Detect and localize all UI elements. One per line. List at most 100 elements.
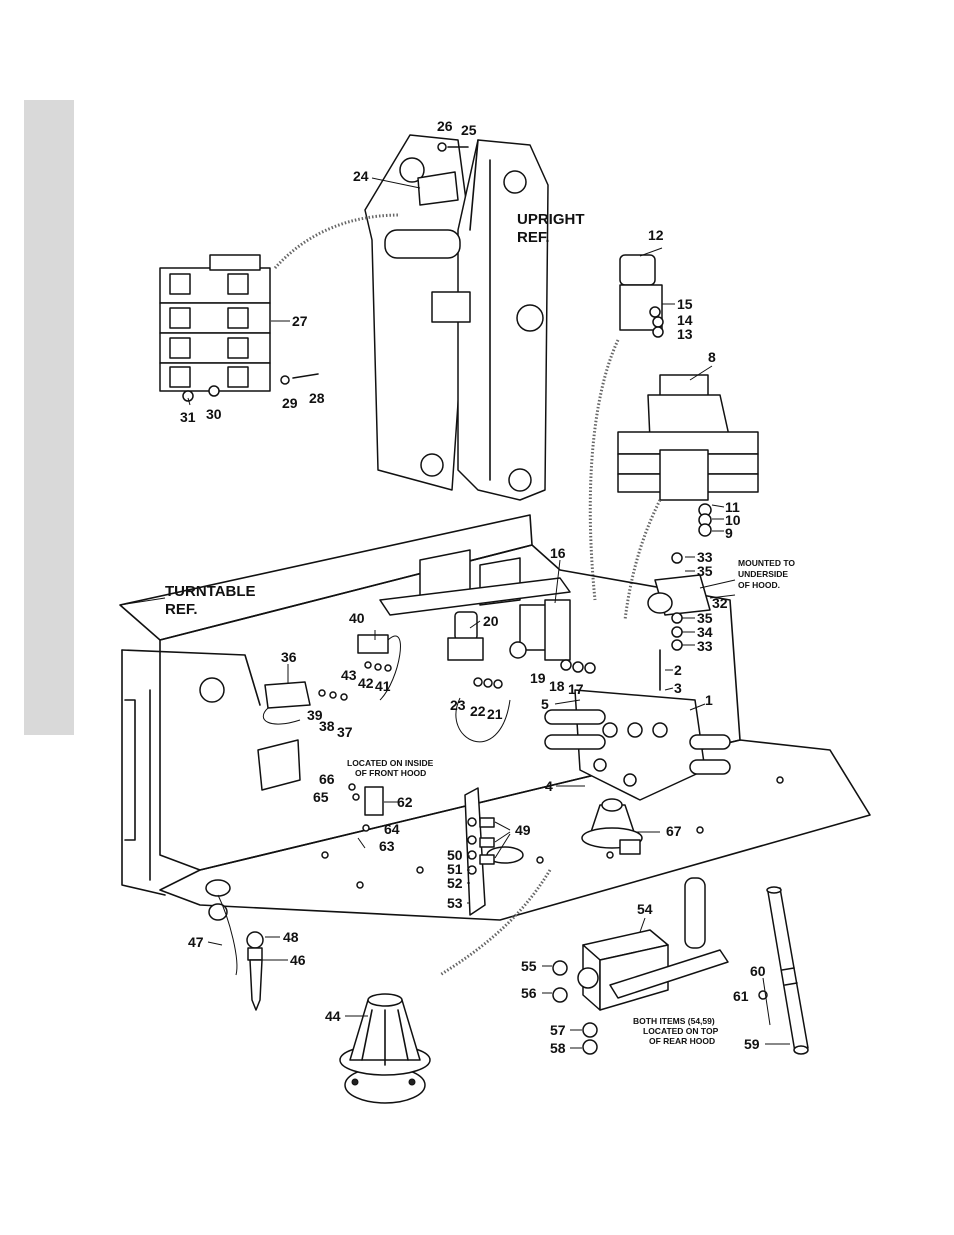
- callout-29: 29: [282, 395, 298, 411]
- callout-62: 62: [397, 794, 413, 810]
- callout-27: 27: [292, 313, 308, 329]
- callout-22: 22: [470, 703, 486, 719]
- callout-5: 5: [541, 696, 549, 712]
- turntable-ref-label-line2: REF.: [165, 601, 198, 618]
- callout-30: 30: [206, 406, 222, 422]
- callout-41: 41: [375, 678, 391, 694]
- note-rear-hood-line1: BOTH ITEMS (54,59): [633, 1016, 715, 1026]
- page-side-tab: [24, 100, 74, 735]
- callout-42: 42: [358, 675, 374, 691]
- callout-57: 57: [550, 1022, 566, 1038]
- handle-59: [758, 886, 809, 1055]
- valve-32: [647, 552, 711, 651]
- upright-ref-label-line1: UPRIGHT: [517, 211, 585, 228]
- upright-ref-label-line2: REF.: [517, 229, 550, 246]
- callout-48: 48: [283, 929, 299, 945]
- switch-62: [348, 783, 384, 849]
- callout-56: 56: [521, 985, 537, 1001]
- solenoid-valve-12: [619, 254, 664, 338]
- callout-60: 60: [750, 963, 766, 979]
- note-front-hood-line1: LOCATED ON INSIDE: [347, 758, 434, 768]
- handle-bracket-54: [552, 877, 729, 1055]
- note-mounted-line2: UNDERSIDE: [738, 569, 788, 579]
- callout-59: 59: [744, 1036, 760, 1052]
- callout-33a: 33: [697, 549, 713, 565]
- callout-33b: 33: [697, 638, 713, 654]
- callout-47: 47: [188, 934, 204, 950]
- callout-63: 63: [379, 838, 395, 854]
- callout-16: 16: [550, 545, 566, 561]
- plug-assembly: [205, 879, 264, 1011]
- callout-39: 39: [307, 707, 323, 723]
- switch-36: [262, 681, 348, 725]
- callout-52: 52: [447, 875, 463, 891]
- note-mounted-line1: MOUNTED TO: [738, 558, 795, 568]
- callout-54: 54: [637, 901, 653, 917]
- callout-2: 2: [674, 662, 682, 678]
- dotted-lead-switch-bank: [273, 213, 401, 269]
- valve-20: [447, 611, 511, 743]
- callout-40: 40: [349, 610, 365, 626]
- callout-1: 1: [705, 692, 713, 708]
- callout-50: 50: [447, 847, 463, 863]
- callout-21: 21: [487, 706, 503, 722]
- note-rear-hood-line3: OF REAR HOOD: [649, 1036, 715, 1046]
- valve-16: [509, 599, 596, 674]
- callout-18: 18: [549, 678, 565, 694]
- callout-55: 55: [521, 958, 537, 974]
- limit-switch-bank: [159, 254, 319, 402]
- callout-4: 4: [545, 778, 553, 794]
- callout-46: 46: [290, 952, 306, 968]
- housing-44: [339, 993, 431, 1104]
- callout-28: 28: [309, 390, 325, 406]
- callout-11: 11: [725, 499, 740, 515]
- turntable-assembly: [119, 514, 871, 921]
- callout-44: 44: [325, 1008, 341, 1024]
- note-front-hood-line2: OF FRONT HOOD: [355, 768, 426, 778]
- callout-24: 24: [353, 168, 369, 184]
- callout-34: 34: [697, 624, 713, 640]
- callout-14: 14: [677, 312, 693, 328]
- upright-rear-plate: [364, 134, 471, 491]
- note-rear-hood-line2: LOCATED ON TOP: [643, 1026, 719, 1036]
- callout-66: 66: [319, 771, 335, 787]
- valve-67: [581, 798, 643, 855]
- callout-10: 10: [725, 512, 741, 528]
- callout-67: 67: [666, 823, 682, 839]
- callout-9: 9: [725, 525, 733, 541]
- callout-38: 38: [319, 718, 335, 734]
- callout-43: 43: [341, 667, 357, 683]
- callout-12: 12: [648, 227, 664, 243]
- callout-32: 32: [712, 595, 728, 611]
- callout-25: 25: [461, 122, 477, 138]
- callout-15: 15: [677, 296, 693, 312]
- callout-61: 61: [733, 988, 749, 1004]
- upright-switch-bracket: [417, 171, 459, 206]
- callout-23: 23: [450, 697, 466, 713]
- callout-36: 36: [281, 649, 297, 665]
- callout-3: 3: [674, 680, 682, 696]
- callout-20: 20: [483, 613, 499, 629]
- callout-53: 53: [447, 895, 463, 911]
- callout-31: 31: [180, 409, 196, 425]
- callout-37: 37: [337, 724, 353, 740]
- callout-19: 19: [530, 670, 546, 686]
- control-valve-1: [544, 649, 731, 801]
- turntable-ref-label-line1: TURNTABLE: [165, 583, 256, 600]
- note-mounted-line3: OF HOOD.: [738, 580, 780, 590]
- leader-lines: [187, 177, 790, 1049]
- callout-26: 26: [437, 118, 453, 134]
- callout-65: 65: [313, 789, 329, 805]
- callout-13: 13: [677, 326, 693, 342]
- upright-assembly: [364, 134, 549, 501]
- callout-51: 51: [447, 861, 463, 877]
- callout-35b: 35: [697, 610, 713, 626]
- callout-58: 58: [550, 1040, 566, 1056]
- valve-bank-8: [617, 374, 759, 537]
- callout-17: 17: [568, 681, 584, 697]
- callout-49: 49: [515, 822, 531, 838]
- dotted-lead-rear-hood: [439, 869, 552, 977]
- callout-64: 64: [384, 821, 400, 837]
